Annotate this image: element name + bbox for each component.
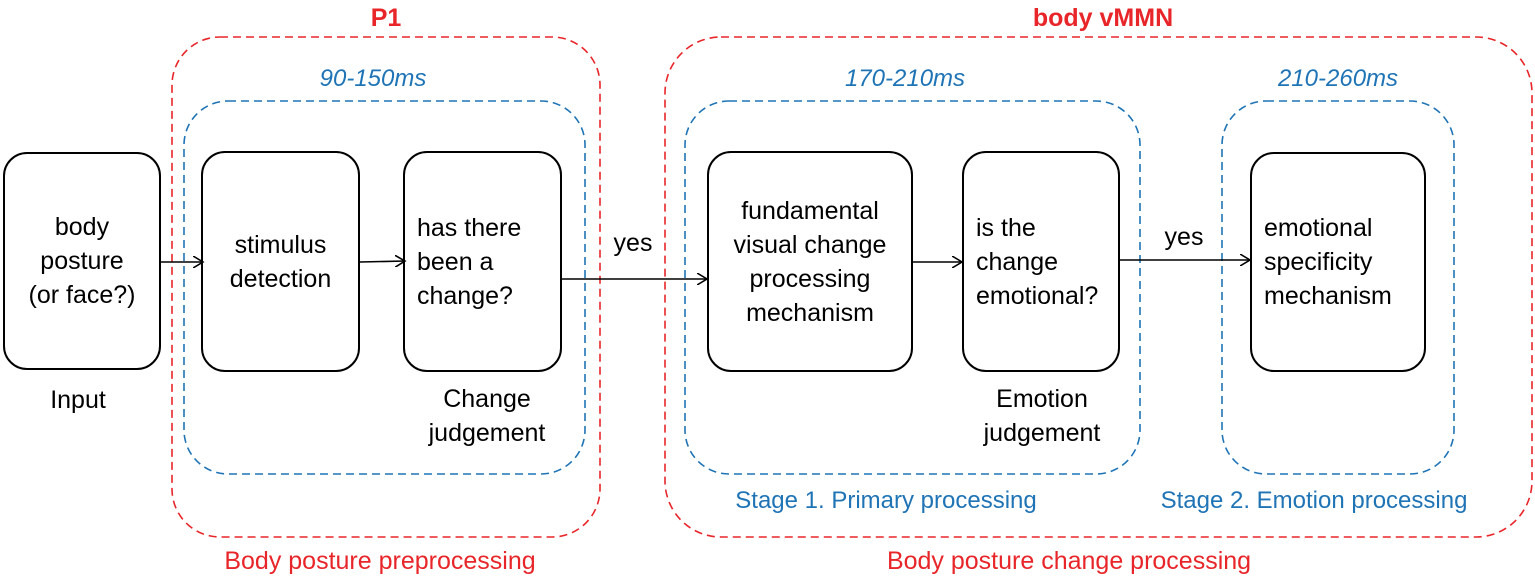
input-node-text: body posture (or face?)	[28, 213, 136, 309]
stage2-caption: Stage 2. Emotion processing	[1160, 487, 1468, 514]
stage1-time-window: 170-210ms	[844, 65, 966, 92]
yes-label-2: yes	[1164, 223, 1204, 251]
p1-title: P1	[370, 4, 402, 32]
input-node: body posture (or face?)	[3, 152, 161, 370]
stage2-window-border	[1221, 100, 1455, 475]
yes-label-1: yes	[613, 229, 653, 257]
arrow-stimulus-to-change	[359, 261, 405, 262]
stimulus-detection-text: stimulus detection	[229, 230, 332, 293]
emotion-judgement-caption: Emotion judgement	[983, 385, 1101, 447]
p1-group-border	[171, 36, 601, 538]
vmmn-title: body vMMN	[1032, 4, 1174, 32]
change-question-text: has there been a change?	[417, 213, 522, 310]
p1-time-window: 90-150ms	[319, 65, 427, 92]
stage1-caption: Stage 1. Primary processing	[735, 487, 1037, 514]
change-judgement-caption: Change judgement	[428, 385, 546, 447]
emotional-question-text: is the change emotional?	[976, 213, 1099, 310]
emotional-question-node: is the change emotional?	[962, 151, 1120, 372]
stage1-window-border	[684, 100, 1141, 475]
stimulus-detection-node: stimulus detection	[201, 151, 360, 372]
emotional-specificity-node: emotional specificity mechanism	[1250, 152, 1426, 372]
p1-window-border	[183, 100, 586, 475]
vmmn-group-border	[664, 36, 1533, 538]
fundamental-mechanism-text: fundamental visual change processing mec…	[733, 196, 887, 327]
change-question-node: has there been a change?	[403, 151, 562, 372]
fundamental-mechanism-node: fundamental visual change processing mec…	[707, 151, 913, 372]
emotional-specificity-text: emotional specificity mechanism	[1264, 214, 1392, 310]
stage2-time-window: 210-260ms	[1277, 65, 1399, 92]
p1-caption: Body posture preprocessing	[224, 547, 536, 575]
input-caption: Input	[50, 386, 106, 414]
vmmn-caption: Body posture change processing	[886, 547, 1252, 575]
